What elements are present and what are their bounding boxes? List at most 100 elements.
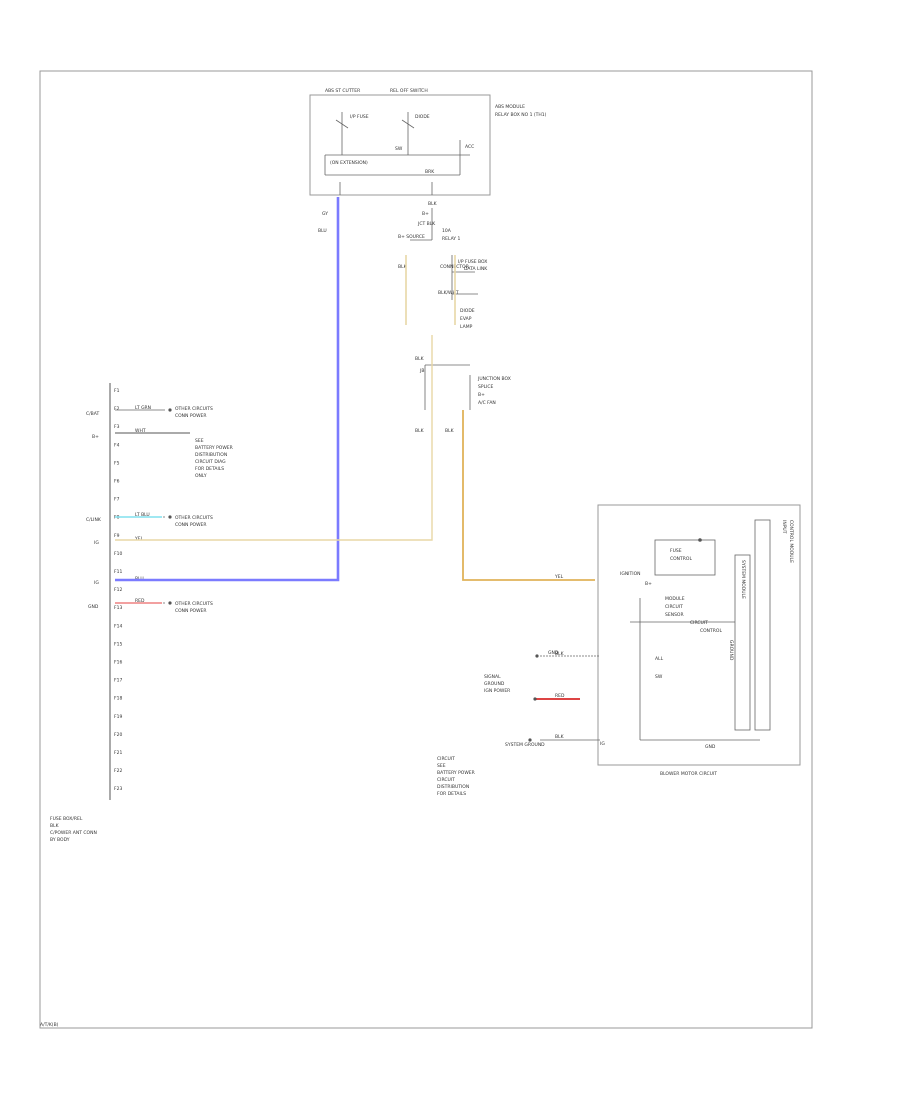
relay-label-7: (ON EXTENSION) [330,160,368,166]
pin-label: F16 [114,660,122,666]
ecm-label-11: SW [655,674,663,680]
ecm-label-1: IGNITION [620,571,641,577]
junction-label-3: JUNCTION BOX [477,376,511,382]
relay-wire-1: GY [322,211,328,217]
ecm-wire-2: BLK [555,651,565,657]
pin-label: F11 [114,569,122,575]
left-note-3: SEE [195,438,204,444]
fuse-label-12: LAMP [460,324,473,330]
pin-label: F1 [114,388,120,394]
side-tag-2: B+ [92,434,99,440]
relay-box: ABS ST CUTTER REL OFF SWITCH ABS MODULE … [309,88,547,234]
fuse-label-7: BLK [398,264,408,270]
fuse-label-2: JCT BLK [417,221,436,227]
ecm-caption: BLOWER MOTOR CIRCUIT [660,771,717,777]
relay-wire-2: BLU [318,228,327,234]
ecm-label-3: CONTROL [670,556,692,562]
wires [115,197,595,700]
fuse-label-5: RELAY 1 [442,236,460,242]
relay-label-5: I/P FUSE [350,114,369,120]
ecm-left-4: IGN POWER [484,688,510,694]
wire-tan-main [115,335,433,541]
ecm-left-3: GROUND [484,681,505,687]
pin-label: F17 [114,678,122,684]
left-note-8: ONLY [195,473,207,479]
left-note-6: CIRCUIT DIAG [195,459,226,465]
ecm-label-7: CIRCUIT [690,620,708,626]
pin-label: F14 [114,623,122,629]
pin-label: F15 [114,641,122,647]
fuse-label-8: DATA LINK [464,266,488,272]
junction: BLK JB JUNCTION BOX SPLICE B+ A/C FAN BL… [415,356,511,434]
pin-label: F22 [114,768,122,774]
wire-orange [462,410,595,581]
relay-label-1: ABS ST CUTTER [325,88,360,94]
ecm-wire-3: RED [555,693,565,699]
ecm-right-3: SYSTEM MODULE [740,560,746,599]
pin-label: F4 [114,442,120,448]
pin-label: F5 [114,460,120,466]
relay-label-4: RELAY BOX NO 1 (TH1) [495,112,547,118]
pin-label: F19 [114,714,122,720]
left-wire-code-1: LT GRN [135,405,151,411]
junction-label-6: A/C FAN [478,400,496,406]
wire-blue [115,197,340,582]
junction-label-1: BLK [415,356,425,362]
pin-label: F6 [114,479,120,485]
left-caption: FUSE BOX/REL BLK C/POWER ANT CONN BY BOD… [50,816,98,843]
ecm-module: IGNITION FUSE CONTROL MODULE CIRCUIT SEN… [437,504,801,797]
fuse-label-3: B+ SOURCE [398,234,425,240]
fuse-label-10: DIODE [460,308,475,314]
footer-code: A/T/K(B) [40,1022,59,1028]
left-wire-code-2: WHT [135,428,146,434]
pin-label: F21 [114,750,122,756]
fuse-label-13: BLK/WHT [438,290,459,296]
ecm-wire-4: BLK [555,734,565,740]
ecm-left-7: SEE [437,763,446,769]
left-note-12: CONN POWER [175,608,207,614]
ecm-left-1: GND [548,650,559,656]
left-note-5: DISTRIBUTION [195,452,227,458]
junction-label-4: SPLICE [478,384,494,390]
pin-label: F9 [114,533,120,539]
left-note-1: OTHER CIRCUITS [175,406,213,412]
fuse-label-6: I/P FUSE BOX [458,259,487,265]
left-wire-code-3: LT BLU [135,512,150,518]
ecm-label-8: CONTROL [700,628,722,634]
pin-label: F13 [114,605,122,611]
ecm-label-10: ALL [655,656,664,662]
side-tag-3: C/LINK [86,517,102,523]
ecm-left-10: DISTRIBUTION [437,784,469,790]
side-tag-4: IG [94,540,99,546]
ecm-right-2: INPUT [781,520,787,534]
pin-label: F23 [114,786,122,792]
relay-label-10: BRK [425,169,435,175]
fuse-label-11: EVAP [460,316,472,322]
ecm-left-8: BATTERY POWER [437,770,475,776]
ecm-left-9: CIRCUIT [437,777,455,783]
ecm-right-1: CONTROL MODULE [788,520,794,563]
side-tag-6: GND [88,604,99,610]
ecm-outline [597,504,801,766]
left-note-4: BATTERY POWER [195,445,233,451]
ecm-right-4: GROUND [728,640,734,661]
ecm-wire-1: YEL [554,574,564,580]
fuse-label-1: B+ [422,211,429,217]
ecm-label-12: GND [705,744,716,750]
relay-label-2: REL OFF SWITCH [390,88,428,94]
ecm-label-4: MODULE [665,596,685,602]
junction-label-7: BLK [415,428,425,434]
junction-label-2: JB [419,368,424,374]
pin-label: F20 [114,732,122,738]
diagram-frame [39,70,813,1029]
left-note-7: FOR DETAILS [195,466,224,472]
ecm-label-13: IG [600,741,605,747]
pin-label: F12 [114,587,122,593]
left-wire-code-6: RED [135,598,145,604]
pin-label: F3 [114,424,120,430]
relay-label-9: ACC [465,144,474,150]
left-note-9: OTHER CIRCUITS [175,515,213,521]
ecm-left-11: FOR DETAILS [437,791,466,797]
left-note-11: OTHER CIRCUITS [175,601,213,607]
